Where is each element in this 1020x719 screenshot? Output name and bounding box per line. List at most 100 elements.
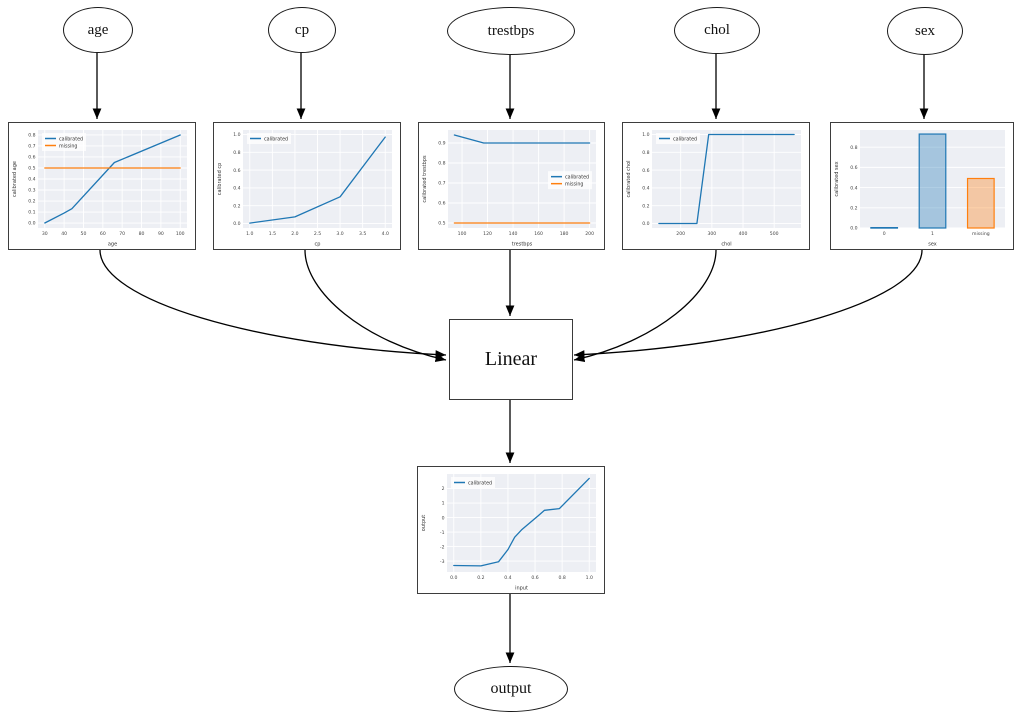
svg-text:0.2: 0.2 — [642, 203, 649, 209]
node-sex-label: sex — [915, 22, 935, 39]
svg-text:calibrated: calibrated — [468, 480, 492, 486]
svg-text:3.0: 3.0 — [336, 231, 343, 237]
svg-text:age: age — [108, 242, 117, 248]
svg-text:0.6: 0.6 — [28, 155, 35, 161]
svg-text:60: 60 — [100, 231, 106, 237]
svg-text:0.1: 0.1 — [28, 210, 35, 216]
svg-text:40: 40 — [61, 231, 67, 237]
svg-text:chol: chol — [721, 242, 731, 248]
node-chol-label: chol — [704, 22, 730, 38]
svg-text:0.0: 0.0 — [850, 226, 857, 232]
svg-text:1.0: 1.0 — [233, 132, 240, 138]
svg-text:output: output — [421, 515, 427, 532]
svg-text:0.7: 0.7 — [28, 144, 35, 150]
svg-text:0.4: 0.4 — [504, 575, 511, 581]
svg-text:30: 30 — [42, 231, 48, 237]
svg-text:120: 120 — [483, 231, 492, 237]
node-age: age — [63, 7, 133, 53]
svg-text:1.5: 1.5 — [269, 231, 276, 237]
svg-text:1: 1 — [442, 501, 445, 507]
svg-text:0.8: 0.8 — [850, 145, 857, 151]
node-linear: Linear — [449, 319, 573, 400]
svg-text:calibrated: calibrated — [673, 136, 697, 142]
svg-text:1.0: 1.0 — [586, 575, 593, 581]
svg-text:0: 0 — [442, 515, 445, 521]
node-output-label: output — [490, 680, 532, 697]
svg-text:90: 90 — [158, 231, 164, 237]
svg-text:0.8: 0.8 — [233, 150, 240, 156]
svg-text:calibrated sex: calibrated sex — [834, 161, 840, 196]
svg-text:0.2: 0.2 — [28, 199, 35, 205]
svg-text:0.2: 0.2 — [850, 205, 857, 211]
svg-text:2.5: 2.5 — [314, 231, 321, 237]
node-cp: cp — [268, 7, 336, 53]
svg-text:0.6: 0.6 — [531, 575, 538, 581]
svg-text:160: 160 — [534, 231, 543, 237]
svg-text:sex: sex — [928, 242, 937, 248]
svg-text:4.0: 4.0 — [382, 231, 389, 237]
edge-sexchart-to-linear — [573, 249, 923, 359]
svg-text:trestbps: trestbps — [512, 242, 533, 248]
svg-text:300: 300 — [707, 231, 716, 237]
svg-text:2.0: 2.0 — [291, 231, 298, 237]
node-sex: sex — [887, 7, 963, 55]
edge-cpchart-to-linear — [304, 249, 447, 363]
svg-text:0.5: 0.5 — [438, 221, 445, 227]
svg-text:200: 200 — [676, 231, 685, 237]
svg-text:calibrated cp: calibrated cp — [217, 163, 223, 196]
edge-agechart-to-linear — [99, 249, 447, 359]
svg-text:missing: missing — [972, 231, 990, 237]
svg-text:0.4: 0.4 — [28, 177, 35, 183]
svg-text:0.4: 0.4 — [642, 186, 649, 192]
svg-text:1: 1 — [931, 231, 934, 237]
svg-text:3.5: 3.5 — [359, 231, 366, 237]
svg-text:calibrated age: calibrated age — [12, 161, 18, 197]
svg-text:50: 50 — [81, 231, 87, 237]
svg-text:0.4: 0.4 — [233, 186, 240, 192]
svg-text:calibrated chol: calibrated chol — [626, 160, 632, 197]
svg-text:0.2: 0.2 — [477, 575, 484, 581]
svg-text:0: 0 — [883, 231, 886, 237]
svg-text:0.6: 0.6 — [642, 168, 649, 174]
node-output: output — [454, 666, 568, 712]
svg-text:500: 500 — [770, 231, 779, 237]
svg-text:-2: -2 — [440, 544, 445, 550]
svg-text:calibrated trestbps: calibrated trestbps — [422, 155, 428, 203]
svg-text:140: 140 — [509, 231, 518, 237]
node-trestbps-label: trestbps — [487, 22, 535, 39]
svg-text:missing: missing — [59, 143, 77, 149]
svg-text:1.0: 1.0 — [246, 231, 253, 237]
svg-text:0.2: 0.2 — [233, 203, 240, 209]
svg-text:cp: cp — [315, 242, 321, 248]
svg-text:0.6: 0.6 — [438, 201, 445, 207]
svg-text:calibrated: calibrated — [59, 136, 83, 142]
svg-text:0.0: 0.0 — [28, 221, 35, 227]
svg-text:100: 100 — [176, 231, 185, 237]
node-age-label: age — [87, 21, 109, 38]
svg-text:0.8: 0.8 — [558, 575, 565, 581]
svg-text:200: 200 — [585, 231, 594, 237]
svg-text:0.6: 0.6 — [850, 165, 857, 171]
svg-text:input: input — [515, 586, 528, 592]
svg-text:80: 80 — [139, 231, 145, 237]
svg-text:0.7: 0.7 — [438, 181, 445, 187]
svg-text:0.6: 0.6 — [233, 168, 240, 174]
svg-text:100: 100 — [458, 231, 467, 237]
svg-text:-3: -3 — [440, 559, 445, 565]
svg-text:calibrated: calibrated — [264, 136, 288, 142]
svg-text:-1: -1 — [440, 530, 445, 536]
svg-text:180: 180 — [560, 231, 569, 237]
svg-text:2: 2 — [442, 486, 445, 492]
node-cp-label: cp — [294, 21, 310, 38]
svg-text:missing: missing — [565, 181, 583, 187]
node-linear-label: Linear — [484, 348, 538, 370]
svg-text:0.8: 0.8 — [438, 161, 445, 167]
svg-text:70: 70 — [119, 231, 125, 237]
edge-cholchart-to-linear — [573, 249, 717, 363]
svg-text:calibrated: calibrated — [565, 174, 589, 180]
